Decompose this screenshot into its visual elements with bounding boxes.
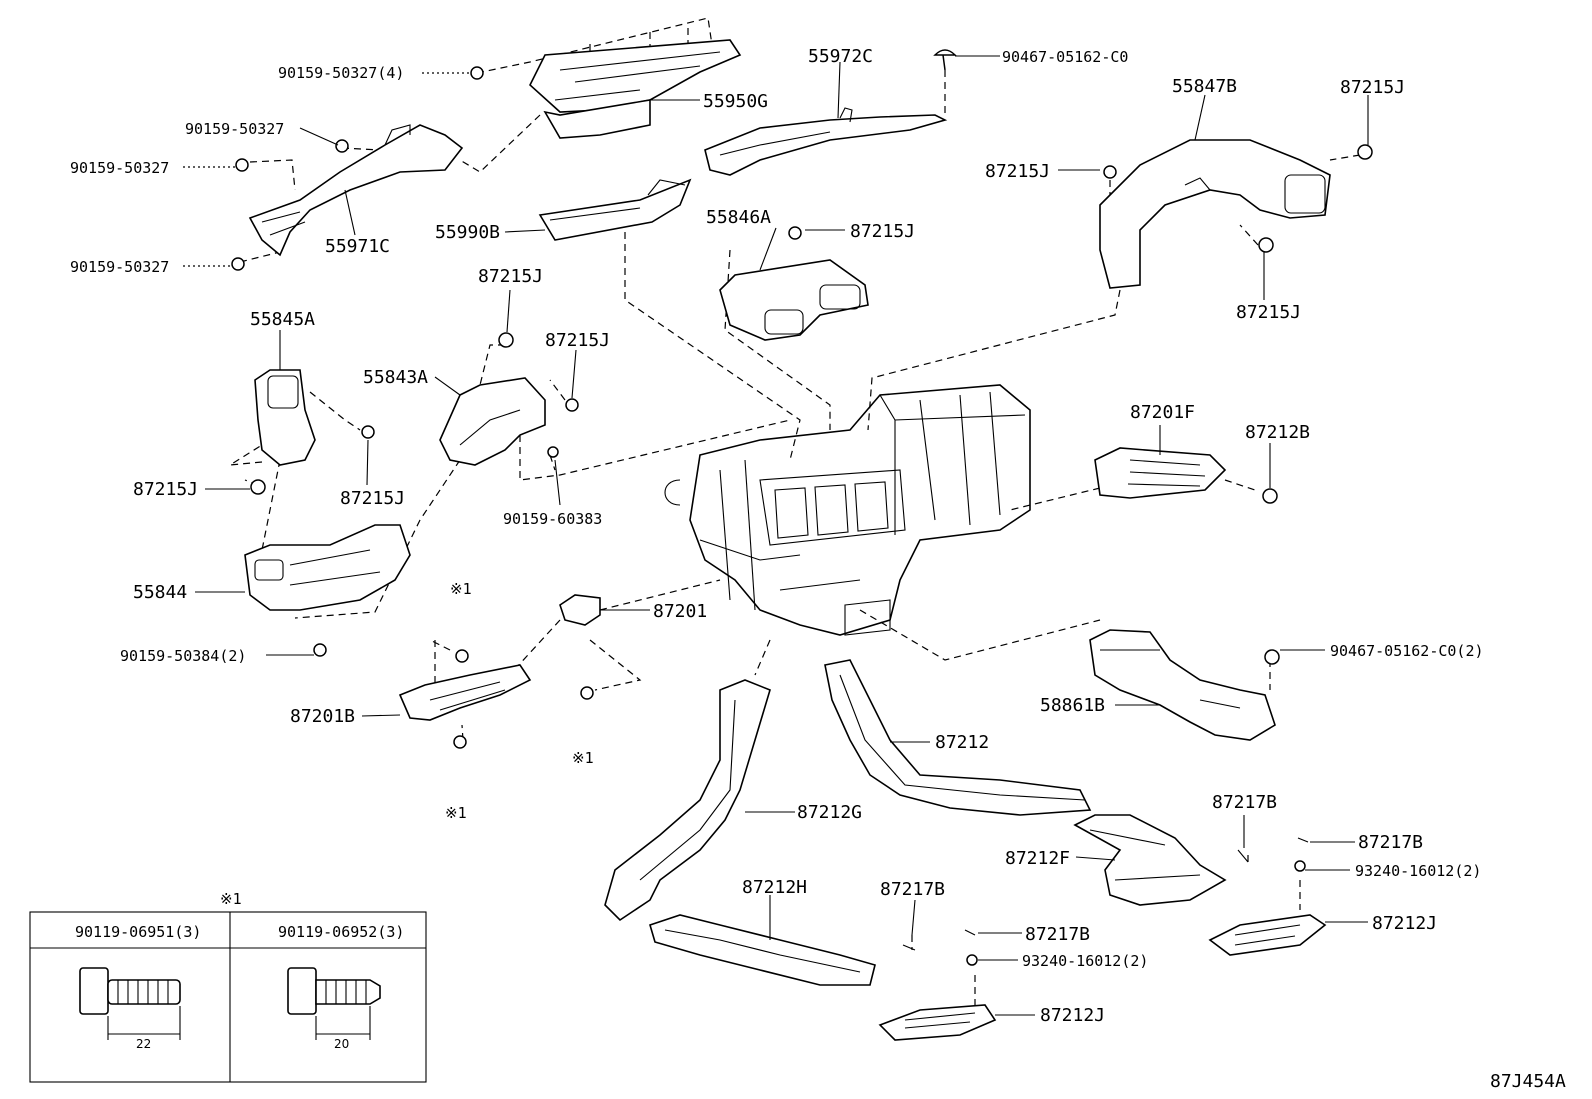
- callout-label: 90467-05162-C0: [1002, 48, 1128, 66]
- note-mark: ※1: [445, 804, 467, 822]
- legend-col2-label: 90119-06952(3): [278, 923, 404, 941]
- part-87212G[interactable]: [604, 679, 771, 922]
- callout-label: 87215J: [133, 479, 198, 500]
- ac-unit-assembly: [664, 384, 1031, 636]
- callout-label: 87212J: [1040, 1005, 1105, 1026]
- part-87201B[interactable]: [398, 664, 532, 721]
- part-87201F[interactable]: [1094, 447, 1227, 499]
- callout-label: 55843A: [363, 367, 428, 388]
- callout-label: 93240-16012(2): [1022, 952, 1148, 970]
- callout-label: 55950G: [703, 91, 768, 112]
- callout-label: 90159-50327: [70, 159, 169, 177]
- callout-label: 90159-60383: [503, 510, 602, 528]
- note-mark: ※1: [450, 580, 472, 598]
- part-87212F[interactable]: [1073, 814, 1227, 906]
- callout-label: 87212H: [742, 877, 807, 898]
- legend-col2-length: 20: [334, 1037, 349, 1051]
- part-58861B[interactable]: [1089, 629, 1276, 741]
- callout-label: 87212F: [1005, 848, 1070, 869]
- callout-label: 87215J: [478, 266, 543, 287]
- fasteners: [231, 49, 1373, 966]
- callout-label: 87212G: [797, 802, 862, 823]
- part-55950G[interactable]: [529, 39, 742, 139]
- callout-label: 55972C: [808, 46, 873, 67]
- callout-label: 90467-05162-C0(2): [1330, 642, 1484, 660]
- callout-label: 87217B: [880, 879, 945, 900]
- part-55845A[interactable]: [254, 369, 316, 466]
- part-55990B[interactable]: [538, 178, 692, 241]
- callout-label: 87217B: [1358, 832, 1423, 853]
- part-55843A[interactable]: [439, 377, 546, 466]
- part-87212H[interactable]: [649, 914, 876, 986]
- note-mark: ※1: [572, 749, 594, 767]
- legend-note-mark: ※1: [220, 890, 242, 908]
- legend-col1-label: 90119-06951(3): [75, 923, 201, 941]
- callout-label: 55990B: [435, 222, 500, 243]
- callout-label: 87215J: [340, 488, 405, 509]
- part-55847B[interactable]: [1099, 139, 1331, 289]
- callout-label: 90159-50327(4): [278, 64, 404, 82]
- callout-label: 87217B: [1212, 792, 1277, 813]
- part-87212J-right[interactable]: [1208, 914, 1327, 956]
- callout-label: 90159-50327: [185, 120, 284, 138]
- part-55844[interactable]: [244, 524, 411, 611]
- callout-label: 87201F: [1130, 402, 1195, 423]
- callout-label: 87212B: [1245, 422, 1310, 443]
- callout-label: 55846A: [706, 207, 771, 228]
- callout-label: 87201B: [290, 706, 355, 727]
- callout-label: 87215J: [1236, 302, 1301, 323]
- bolt-icon-22: 22: [79, 967, 181, 1051]
- part-87212[interactable]: [824, 659, 1092, 816]
- callout-leaders: [183, 55, 1369, 1016]
- callout-label: 90159-50384(2): [120, 647, 246, 665]
- callout-label: 55845A: [250, 309, 315, 330]
- part-55846A[interactable]: [719, 259, 869, 341]
- callout-label: 87215J: [1340, 77, 1405, 98]
- part-87201[interactable]: [559, 594, 601, 626]
- callout-label: 87215J: [545, 330, 610, 351]
- fastener-legend-table: ※1 90119-06951(3) 90119-06952(3) 22 20: [29, 890, 427, 1083]
- callout-label: 58861B: [1040, 695, 1105, 716]
- callout-label: 55844: [133, 582, 187, 603]
- legend-col1-length: 22: [136, 1037, 151, 1051]
- diagram-code: 87J454A: [1490, 1071, 1566, 1092]
- callout-label: 87201: [653, 601, 707, 622]
- callout-label: 90159-50327: [70, 258, 169, 276]
- callout-label: 87217B: [1025, 924, 1090, 945]
- callout-label: 87212: [935, 732, 989, 753]
- callout-label: 55847B: [1172, 76, 1237, 97]
- callout-label: 87215J: [850, 221, 915, 242]
- callout-label: 55971C: [325, 236, 390, 257]
- part-55972C[interactable]: [704, 107, 948, 176]
- callout-label: 87215J: [985, 161, 1050, 182]
- part-87212J-left[interactable]: [878, 1004, 997, 1041]
- bolt-icon-20: 20: [287, 967, 381, 1051]
- callout-label: 87212J: [1372, 913, 1437, 934]
- callout-labels: 90159-50327(4) 55950G 55972C 90467-05162…: [70, 46, 1566, 1092]
- callout-label: 93240-16012(2): [1355, 862, 1481, 880]
- part-55971C[interactable]: [248, 124, 464, 257]
